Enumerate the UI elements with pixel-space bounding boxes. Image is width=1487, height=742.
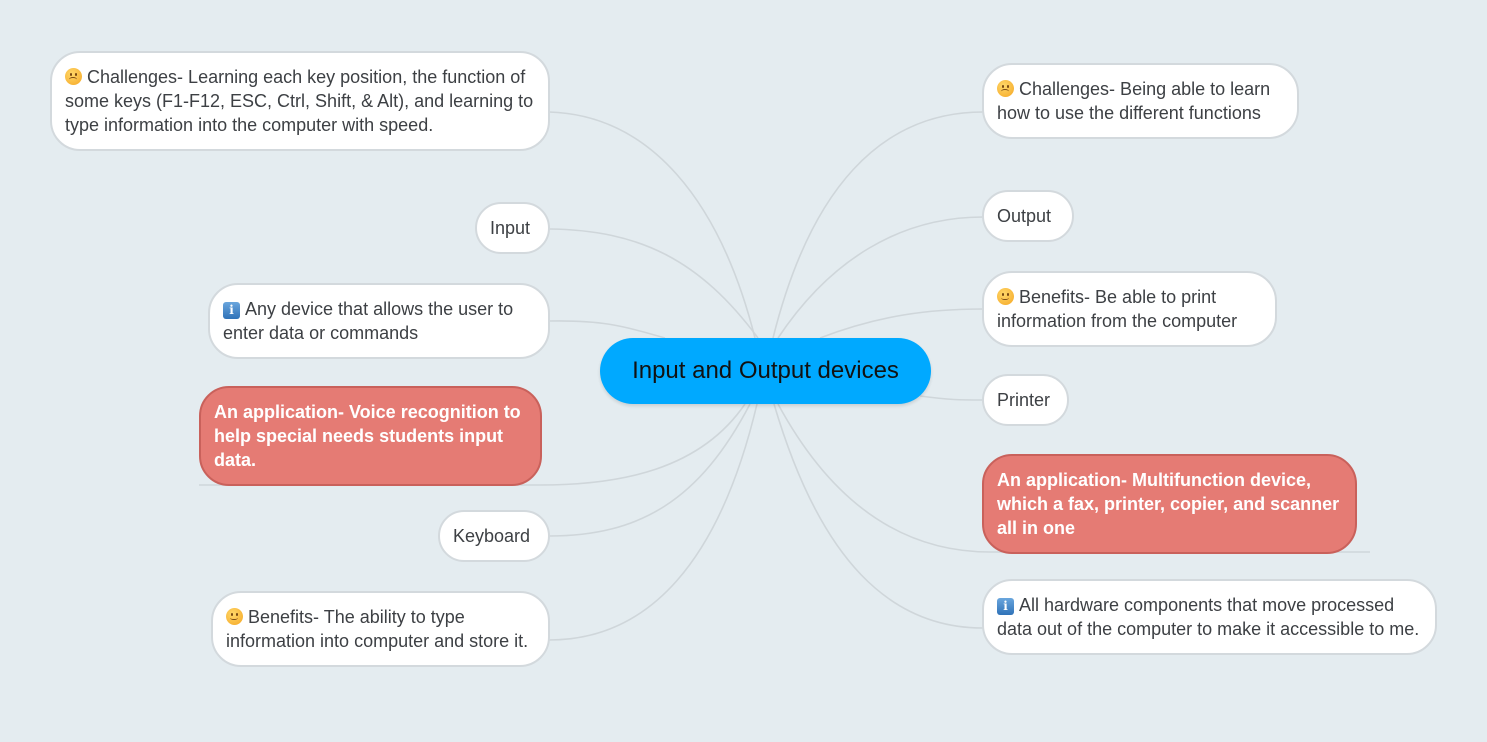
node-text: Any device that allows the user to enter… [223,299,514,343]
node-text: Benefits- Be able to print information f… [997,287,1238,331]
link-left-application [539,403,746,486]
link-left-challenges [548,111,756,339]
info-icon: i [223,302,240,319]
node-left-application[interactable]: An application- Voice recognition to hel… [199,386,542,486]
node-text: Printer [997,390,1051,410]
link-right-printer [919,395,984,401]
link-left-definition [548,320,666,339]
link-left-benefits [548,403,758,641]
node-text: All hardware components that move proces… [997,595,1420,639]
node-text: Benefits- The ability to type informatio… [226,607,529,651]
node-left-benefits[interactable]: Benefits- The ability to type informatio… [211,591,550,667]
link-right-application [777,403,991,553]
link-left-input [548,228,759,339]
frown-face-icon [997,80,1014,97]
node-text: Challenges- Learning each key position, … [65,67,534,135]
link-right-output [777,216,984,339]
node-right-printer[interactable]: Printer [982,374,1069,426]
smile-face-icon [226,608,243,625]
node-left-input[interactable]: Input [475,202,550,254]
node-left-keyboard[interactable]: Keyboard [438,510,550,562]
link-right-benefits [819,308,984,339]
node-text: An application- Voice recognition to hel… [214,402,521,470]
node-right-benefits[interactable]: Benefits- Be able to print information f… [982,271,1277,347]
node-text: Input [490,218,531,238]
node-text: Challenges- Being able to learn how to u… [997,79,1271,123]
sad-face-icon [65,68,82,85]
node-text: Keyboard [453,526,531,546]
smile-face-icon [997,288,1014,305]
central-topic-label: Input and Output devices [632,357,899,384]
link-right-challenges [772,111,984,339]
central-topic[interactable]: Input and Output devices [600,338,931,404]
node-right-application[interactable]: An application- Multifunction device, wh… [982,454,1357,554]
node-left-challenges[interactable]: Challenges- Learning each key position, … [50,51,550,151]
node-text: An application- Multifunction device, wh… [997,470,1340,538]
link-right-definition [773,403,984,629]
info-icon: i [997,598,1014,615]
node-text: Output [997,206,1052,226]
node-right-output[interactable]: Output [982,190,1074,242]
link-left-keyboard [548,403,751,537]
node-right-challenges[interactable]: Challenges- Being able to learn how to u… [982,63,1299,139]
